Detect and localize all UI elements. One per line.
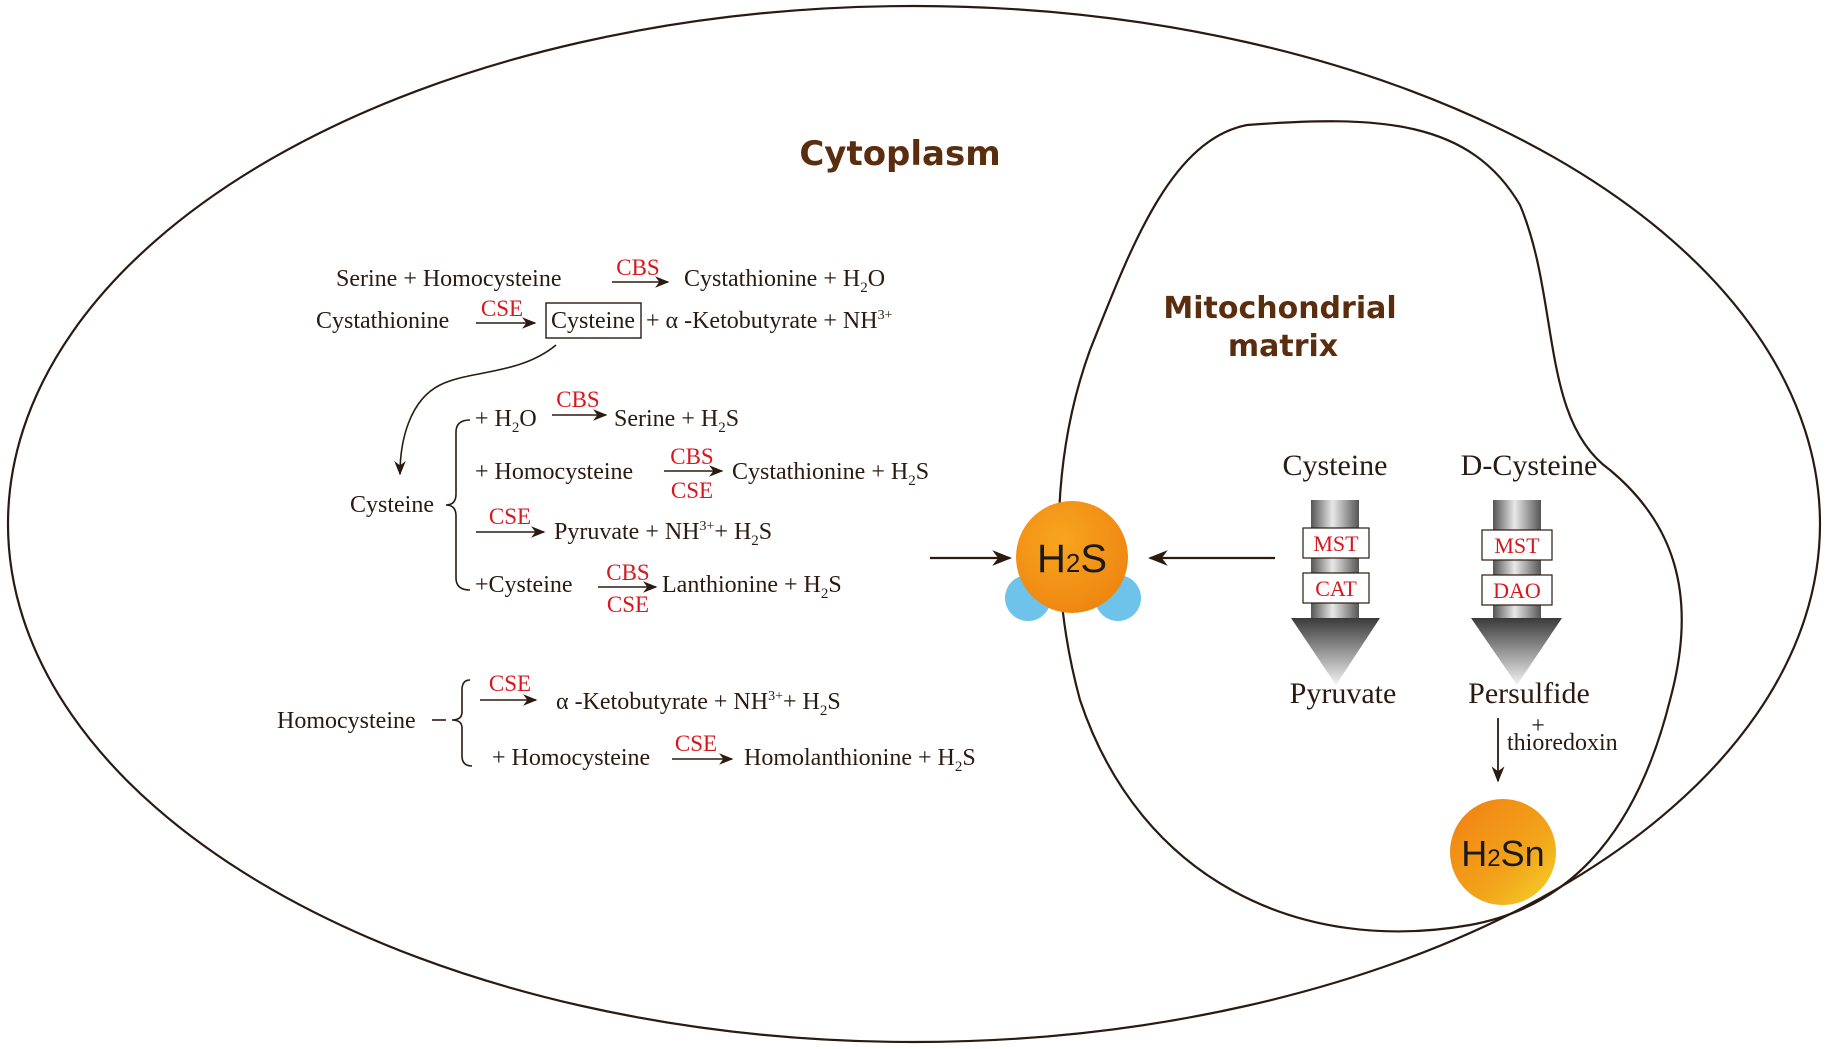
cysteine-branch-label: Cysteine bbox=[350, 492, 434, 518]
h2sn-sphere bbox=[1450, 799, 1556, 905]
product-label: Pyruvate bbox=[1290, 677, 1397, 710]
h2s-label: H2S bbox=[1037, 537, 1107, 581]
sulfur-atom bbox=[1016, 501, 1128, 613]
reaction-cysteine-pyruvate: CSE Pyruvate + NH3++ H2S bbox=[476, 504, 772, 549]
mito-pathway-d-cysteine: D-Cysteine MST DAO Persulfide + thioredo… bbox=[1461, 449, 1618, 783]
h2sn-molecule: H2Sn bbox=[1450, 799, 1556, 905]
product-text: + α -Ketobutyrate + NH3+ bbox=[646, 308, 893, 334]
enzyme-box bbox=[1481, 574, 1553, 606]
reaction-cysteine-homocysteine: + Homocysteine CBS CSE Cystathionine + H… bbox=[475, 444, 929, 503]
substrate-label: D-Cysteine bbox=[1461, 449, 1598, 482]
enzyme-label: CSE bbox=[489, 504, 531, 529]
product-text: Cystathionine + H2S bbox=[732, 459, 929, 489]
reactant-text: Serine + Homocysteine bbox=[336, 266, 561, 292]
enzyme-label: CSE bbox=[481, 296, 523, 321]
curved-arrow bbox=[394, 344, 557, 476]
enzyme-label: MST bbox=[1313, 531, 1359, 556]
enzyme-box bbox=[1302, 527, 1370, 559]
substrate-label: Cysteine bbox=[1283, 449, 1388, 482]
reaction-homocysteine-cleavage: CSE α -Ketobutyrate + NH3++ H2S bbox=[480, 671, 841, 719]
enzyme-label: MST bbox=[1494, 533, 1540, 558]
reaction-cysteine-water: + H2O CBS Serine + H2S bbox=[475, 387, 739, 436]
pathway-arrow-head bbox=[1471, 618, 1562, 685]
boxed-product: Cysteine bbox=[551, 308, 635, 334]
mito-pathway-cysteine: Cysteine MST CAT Pyruvate bbox=[1283, 449, 1397, 710]
product-text: Cystathionine + H2O bbox=[684, 266, 885, 296]
reactant-text: Cystathionine bbox=[316, 308, 449, 334]
reaction-homocysteine-homocysteine: + Homocysteine CSE Homolanthionine + H2S bbox=[492, 731, 976, 775]
enzyme-label-top: CBS bbox=[606, 560, 649, 585]
matrix-title: matrix bbox=[1228, 329, 1338, 364]
pathway-arrow-head bbox=[1291, 618, 1380, 685]
reaction-serine-homocysteine: Serine + Homocysteine CBS Cystathionine … bbox=[336, 255, 885, 296]
product-text: Serine + H2S bbox=[614, 406, 739, 436]
enzyme-label: DAO bbox=[1493, 578, 1541, 603]
cofactor-label: thioredoxin bbox=[1507, 730, 1618, 756]
product-text: Homolanthionine + H2S bbox=[744, 745, 976, 775]
reactant-text: + Homocysteine bbox=[492, 745, 650, 771]
cytoplasm-title: Cytoplasm bbox=[799, 134, 1000, 174]
h2s-molecule: H2S bbox=[1005, 501, 1141, 621]
reaction-cysteine-cysteine: +Cysteine CBS CSE Lanthionine + H2S bbox=[475, 560, 842, 617]
homocysteine-brace bbox=[451, 679, 473, 767]
product-label: Persulfide bbox=[1468, 677, 1590, 710]
cell-membrane bbox=[6, 4, 1822, 1044]
reactant-text: + Homocysteine bbox=[475, 459, 633, 485]
reactant-text: + H2O bbox=[475, 406, 537, 436]
enzyme-label: CBS bbox=[556, 387, 599, 412]
enzyme-label-bottom: CSE bbox=[671, 478, 713, 503]
enzyme-label-bottom: CSE bbox=[607, 592, 649, 617]
cysteine-box bbox=[545, 302, 642, 339]
enzyme-label: CSE bbox=[489, 671, 531, 696]
cysteine-brace bbox=[445, 419, 471, 591]
product-text: Lanthionine + H2S bbox=[662, 572, 842, 602]
product-text: α -Ketobutyrate + NH3++ H2S bbox=[556, 689, 841, 719]
enzyme-label: CSE bbox=[675, 731, 717, 756]
enzyme-label: CAT bbox=[1315, 576, 1357, 601]
enzyme-label-top: CBS bbox=[670, 444, 713, 469]
enzyme-box bbox=[1302, 572, 1370, 604]
pathway-arrow-stem bbox=[1311, 500, 1359, 622]
enzyme-box bbox=[1481, 529, 1553, 561]
plus-sign: + bbox=[1531, 713, 1545, 739]
mitochondrial-title: Mitochondrial bbox=[1163, 291, 1396, 326]
reactant-text: +Cysteine bbox=[475, 572, 573, 598]
product-text: Pyruvate + NH3++ H2S bbox=[554, 519, 772, 549]
mitochondrion-membrane bbox=[1057, 120, 1683, 933]
reaction-cystathionine-cleavage: Cystathionine CSE Cysteine + α -Ketobuty… bbox=[316, 296, 893, 339]
enzyme-label: CBS bbox=[616, 255, 659, 280]
homocysteine-branch-label: Homocysteine bbox=[277, 708, 416, 734]
h2sn-label: H2Sn bbox=[1461, 833, 1544, 874]
